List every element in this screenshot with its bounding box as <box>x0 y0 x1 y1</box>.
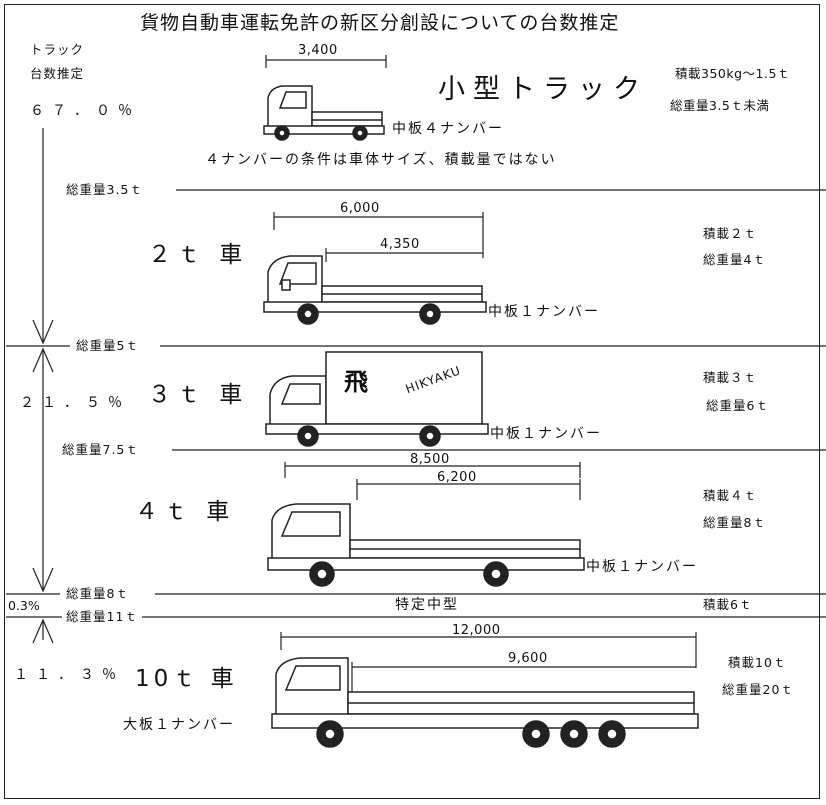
weight-label-8t: 総重量8ｔ <box>62 587 133 601</box>
range-arrow-middle <box>32 347 54 593</box>
plate-small: 中板４ナンバー <box>392 121 504 137</box>
plate-3t: 中板１ナンバー <box>490 426 602 442</box>
spec-10t-gross: 総重量20ｔ <box>722 682 794 697</box>
spec-2t-payload: 積載２ｔ <box>703 226 758 241</box>
dimension-bar-10t-total <box>280 632 697 668</box>
spec-4t-payload: 積載４ｔ <box>703 488 758 503</box>
truck-4t-illustration <box>267 503 585 587</box>
percentage-large: １１．３％ <box>14 667 124 683</box>
left-header-line-1: トラック <box>30 42 85 57</box>
dimension-2t-bed: 4,350 <box>380 237 420 252</box>
class-name-small-truck: 小型トラック <box>438 74 648 105</box>
weight-label-11t: 総重量11ｔ <box>62 610 142 624</box>
special-class-payload: 積載6ｔ <box>703 597 753 612</box>
dimension-bar-4t-bed <box>356 479 581 500</box>
dimension-bar-small-total <box>265 55 387 68</box>
dimension-4t-total: 8,500 <box>410 452 450 467</box>
dimension-small-total: 3,400 <box>298 43 338 58</box>
dimension-bar-2t-total <box>273 212 484 258</box>
spec-4t-gross: 総重量8ｔ <box>703 515 766 530</box>
percentage-middle: ２１．５％ <box>20 395 130 411</box>
dimension-10t-total: 12,000 <box>452 623 501 638</box>
class-name-3t: ３ｔ 車 <box>148 382 249 408</box>
spec-10t-payload: 積載10ｔ <box>728 655 787 670</box>
percentage-small: ６７．０％ <box>30 103 140 119</box>
dimension-bar-2t-bed <box>325 248 483 262</box>
dimension-bar-4t-total <box>284 462 581 478</box>
plate-2t: 中板１ナンバー <box>488 304 600 320</box>
dimension-2t-total: 6,000 <box>340 201 380 216</box>
class-name-10t: 10ｔ 車 <box>135 666 238 692</box>
diagram-title: 貨物自動車運転免許の新区分創設についての台数推定 <box>140 12 620 34</box>
spec-3t-gross: 総重量6ｔ <box>706 398 769 413</box>
weight-label-3-5t: 総重量3.5ｔ <box>66 183 147 197</box>
spec-2t-gross: 総重量4ｔ <box>703 252 766 267</box>
small-truck-illustration <box>263 85 385 141</box>
note-small-plate-condition: ４ナンバーの条件は車体サイズ、積載量ではない <box>205 152 557 168</box>
dimension-4t-bed: 6,200 <box>437 470 477 485</box>
range-arrow-large <box>32 618 54 644</box>
diagram-frame <box>4 4 820 799</box>
weight-label-7-5t: 総重量7.5ｔ <box>62 443 143 457</box>
range-arrow-small <box>32 128 54 345</box>
spec-3t-payload: 積載３ｔ <box>703 370 758 385</box>
spec-small-gross: 総重量3.5ｔ未満 <box>670 98 770 113</box>
left-header-line-2: 台数推定 <box>30 66 85 81</box>
truck-2t-illustration <box>263 255 487 325</box>
weight-label-5t: 総重量5ｔ <box>72 339 143 353</box>
box-kanji-logo: 飛 <box>344 368 368 396</box>
truck-3t-illustration <box>265 351 489 447</box>
plate-4t: 中板１ナンバー <box>586 559 698 575</box>
plate-10t: 大板１ナンバー <box>123 717 235 733</box>
truck-10t-illustration <box>271 657 699 748</box>
percentage-special: 0.3% <box>8 598 40 613</box>
class-name-2t: ２ｔ 車 <box>148 242 249 268</box>
spec-small-payload: 積載350kg～1.5ｔ <box>675 66 790 81</box>
special-class-name: 特定中型 <box>395 597 459 613</box>
class-name-4t: ４ｔ 車 <box>135 499 236 525</box>
dimension-10t-bed: 9,600 <box>508 651 548 666</box>
